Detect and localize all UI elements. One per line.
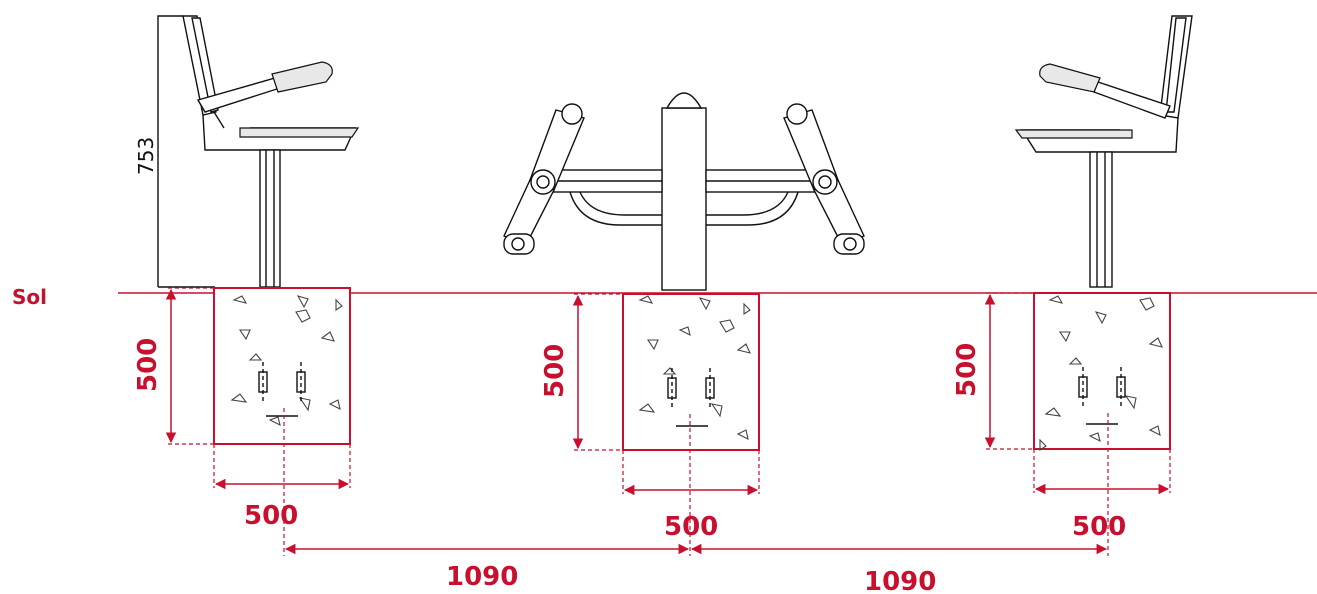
spacing-dimension-left: 1090 bbox=[284, 543, 690, 592]
width-dimension-left: 500 bbox=[213, 444, 351, 531]
right-seat-unit bbox=[1014, 15, 1193, 288]
spacing-dimension-right: 1090 bbox=[690, 543, 1108, 594]
width-right-label: 500 bbox=[1072, 512, 1126, 542]
seat-height-label: 753 bbox=[134, 137, 158, 175]
depth-dimension-middle: 500 bbox=[540, 293, 623, 451]
depth-middle-label: 500 bbox=[540, 344, 570, 398]
center-unit bbox=[503, 92, 865, 291]
width-middle-label: 500 bbox=[664, 512, 718, 542]
width-dimension-right: 500 bbox=[1033, 449, 1171, 542]
foundation-left bbox=[213, 287, 351, 445]
spacing-left-label: 1090 bbox=[446, 562, 518, 592]
foundation-right bbox=[1033, 292, 1171, 452]
depth-dimension-right: 500 bbox=[952, 292, 1034, 450]
ground-label: Sol bbox=[12, 285, 47, 309]
width-left-label: 500 bbox=[244, 501, 298, 531]
foundation-middle bbox=[622, 293, 760, 451]
width-dimension-middle: 500 bbox=[622, 450, 760, 542]
depth-left-label: 500 bbox=[133, 338, 163, 392]
depth-right-label: 500 bbox=[952, 343, 982, 397]
spacing-right-label: 1090 bbox=[864, 567, 936, 594]
depth-dimension-left: 500 bbox=[133, 287, 214, 445]
left-seat-unit: 753 bbox=[134, 15, 360, 288]
